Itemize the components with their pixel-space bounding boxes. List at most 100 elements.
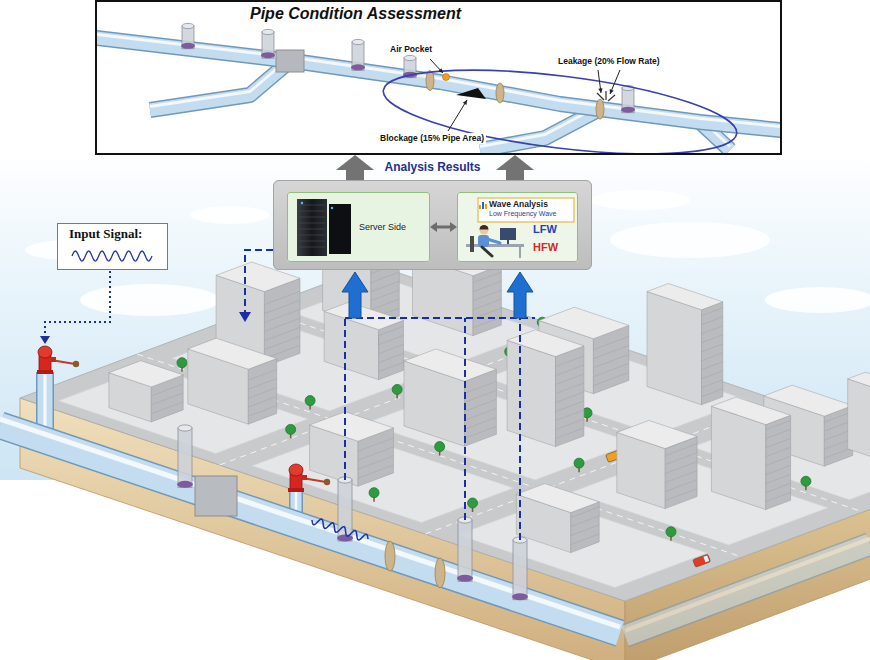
building [109,361,183,422]
tree [286,424,296,438]
hydrant-nozzle [301,475,307,480]
building-roof [539,307,629,339]
building-window-row [465,390,497,402]
tree [666,527,676,541]
chair [470,236,474,252]
callout-label: Air Pocket [388,44,434,55]
bar-icon [485,204,487,209]
server-slot [299,211,325,212]
pipe-body [625,544,870,636]
building-window-row [371,290,399,301]
main-pipe [97,32,780,132]
sensor-body [178,428,192,487]
building [188,338,277,424]
pipe-wall [0,425,620,633]
building-roof [310,412,394,442]
road-marking [258,309,863,512]
cloud [190,206,270,224]
tree-crown [286,424,296,434]
air-pocket-dot [443,74,450,81]
building-roof [848,372,870,395]
sensor-tube [512,537,528,600]
person-arm [487,239,500,243]
building-window-row [473,299,501,310]
server-slot [299,205,325,206]
building-window-row [556,365,584,376]
box-title: Input Signal: [69,226,142,242]
sensor-body [513,540,527,600]
server-panel: Server Side [287,192,430,262]
building-window-row [701,317,722,325]
tree [369,488,379,502]
sensor-band [512,593,528,600]
server-slot [299,241,325,242]
building-roof [617,420,697,448]
hydrant-dome [38,346,52,358]
building-wall [473,265,501,336]
server-led [301,202,303,204]
building-window-row [248,397,276,408]
building-window-row [593,336,629,349]
tree-crown [369,488,379,498]
server-tower [297,199,327,256]
building-roof [324,302,403,330]
leak-spray [608,95,615,101]
server-slot [299,223,325,224]
building-window-row [473,281,501,292]
building-window-row [701,362,722,370]
building [324,302,403,380]
building-window-row [766,438,791,447]
building-wall [379,320,404,379]
flow-arrow [346,170,364,180]
analyst-icon [466,198,574,258]
pipe-collar [426,71,434,91]
building-window-row [379,362,404,371]
junction-box [195,476,237,516]
focus-ellipse [379,55,741,153]
sensor-body [182,26,194,49]
sensor-body [262,32,274,58]
building-window-row [248,379,276,390]
building-window-row [465,399,497,411]
building [647,284,723,405]
callout-label: Leakage (20% Flow Rate) [556,56,662,67]
building-window-row [766,429,791,438]
cloud [610,222,770,258]
blockage-mark [456,88,486,99]
tree [435,442,445,456]
tree-crown [392,384,402,394]
person-hair [480,225,489,230]
junction-box [276,50,304,72]
sensor-tube [457,517,473,582]
vehicle-body [693,554,711,567]
leader-line [610,70,620,94]
building-window-row [766,483,791,492]
signal-link [344,318,346,480]
hydrant-wheel [324,479,330,485]
sensor-tube [351,39,365,70]
building-window-row [556,392,584,403]
pipe-body [97,36,780,132]
sensor-band [337,535,353,542]
person-head [480,226,489,235]
callout-label-holder: Air Pocket [388,44,434,55]
panel-heading: Analysis Results [274,160,591,175]
tree-crown [435,442,445,452]
sensor-band [181,43,195,49]
building-window-row [151,393,183,405]
building-window-row [665,471,697,483]
callout-label-holder: Leakage (20% Flow Rate) [556,56,662,67]
building [617,420,697,508]
building-roof [188,338,277,369]
server-slot [299,229,325,230]
tree [177,358,187,372]
wave-panel: Wave AnalysisLow Frequency WaveLFWHFW [457,192,578,262]
building-wall [465,369,497,446]
building-window-row [701,371,722,379]
building-window-row [248,370,276,381]
leak-spray [597,93,604,100]
sensor-cap [352,39,364,44]
signal-link [464,318,466,520]
underground-network [0,346,870,636]
